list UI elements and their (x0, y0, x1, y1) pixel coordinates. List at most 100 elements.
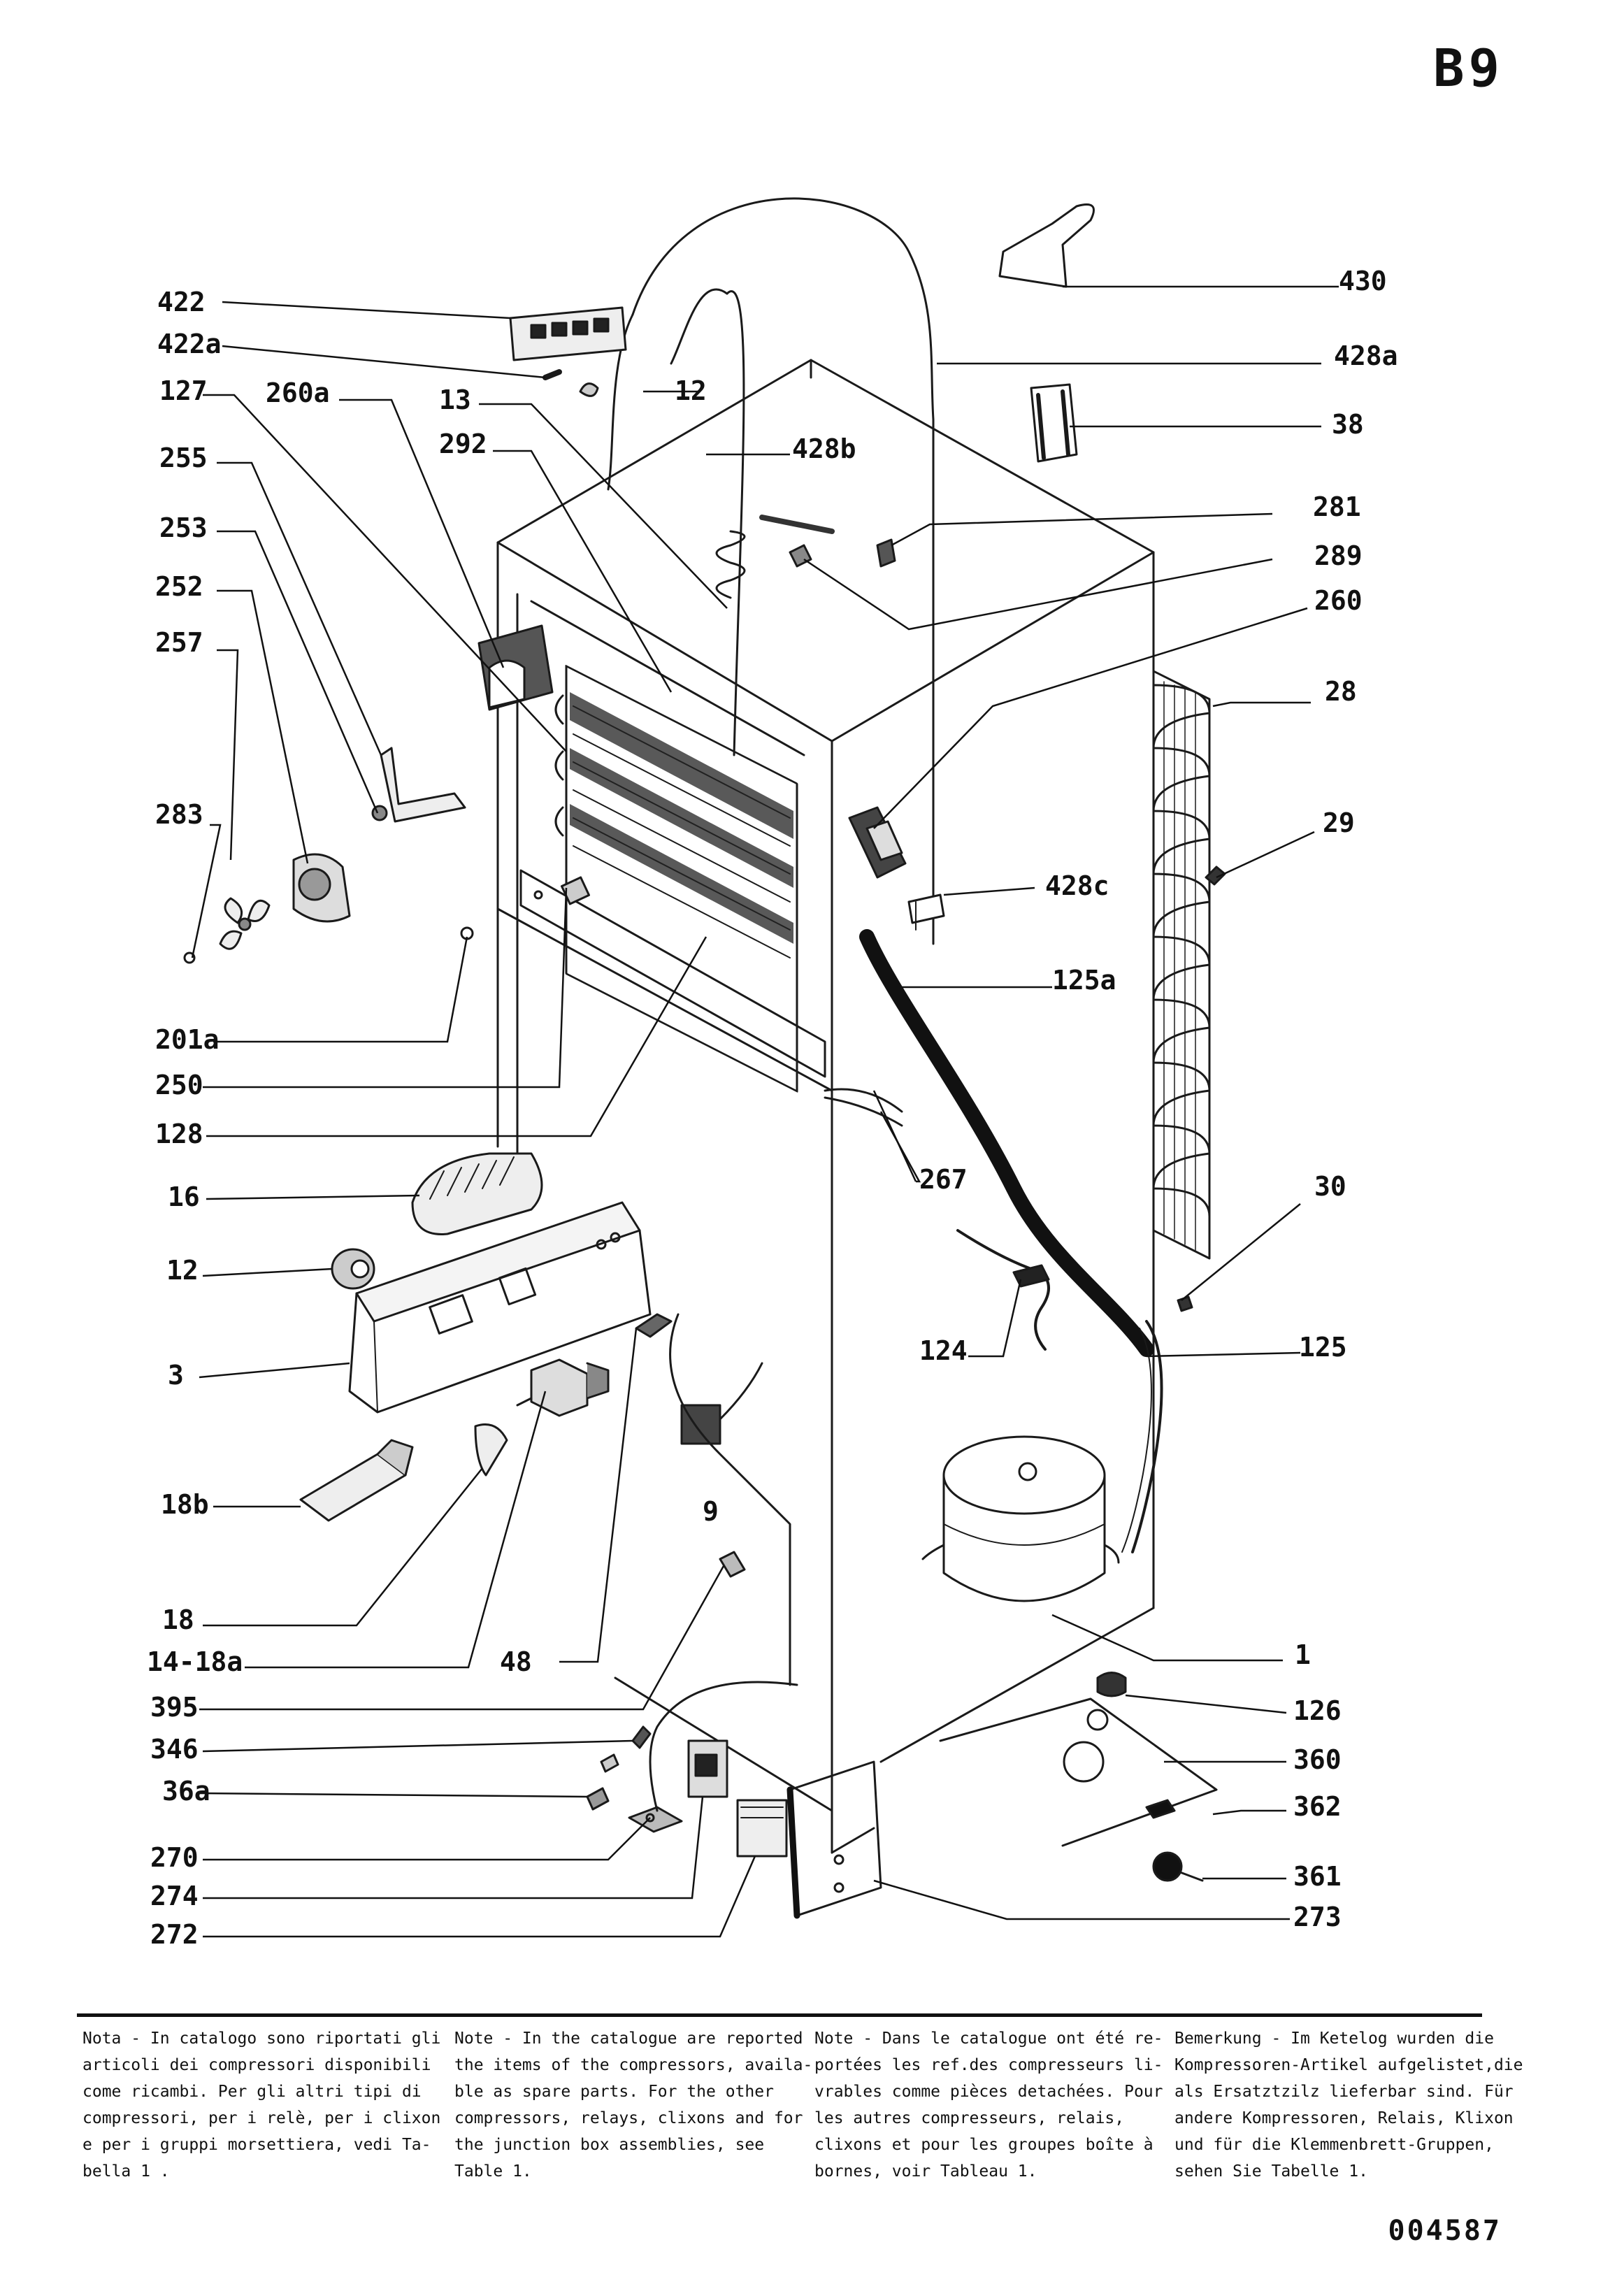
notes-section: Nota - In catalogo sono riportati gli ar… (77, 2013, 1523, 2199)
sensor-124 (956, 1229, 1050, 1351)
callout-270: 270 (150, 1842, 199, 1873)
callout-125: 125 (1299, 1332, 1347, 1363)
callout-361: 361 (1293, 1861, 1342, 1892)
callout-250: 250 (155, 1070, 203, 1100)
note-line: the junction box assemblies, see (454, 2136, 765, 2154)
callout-283: 283 (155, 799, 203, 830)
spring-428b (715, 530, 746, 599)
clamp-270 (628, 1806, 683, 1833)
note-line: Table 1. (454, 2162, 532, 2181)
callout-422: 422 (157, 287, 206, 317)
callout-428c: 428c (1045, 870, 1109, 901)
callout-18: 18 (162, 1604, 194, 1635)
holder-18b (299, 1439, 414, 1522)
foot-126 (1096, 1672, 1127, 1697)
callout-1: 1 (1295, 1639, 1311, 1670)
callout-128: 128 (155, 1119, 203, 1149)
note-line: bornes, voir Tableau 1. (814, 2162, 1037, 2181)
callout-273: 273 (1293, 1902, 1342, 1932)
callout-362: 362 (1293, 1791, 1342, 1822)
callout-267: 267 (919, 1164, 968, 1195)
callout-260: 260 (1314, 585, 1363, 616)
callout-346: 346 (150, 1734, 199, 1765)
pin-422a (542, 369, 562, 380)
callout-126: 126 (1293, 1695, 1342, 1726)
note-german: Bemerkung - Im Ketelog wurden die Kompre… (1174, 2025, 1523, 2185)
drain-tray (519, 869, 826, 1078)
switch-9 (680, 1362, 763, 1445)
note-line: bella 1 . (82, 2162, 170, 2181)
bulb-346 (631, 1725, 652, 1749)
note-line: vrables comme pièces detachées. Pour (814, 2083, 1163, 2101)
callout-253: 253 (159, 512, 208, 543)
note-line: als Ersatztzilz lieferbar sind. Für (1174, 2083, 1514, 2101)
capillary-loop (631, 197, 935, 945)
damper-361 (1152, 1851, 1204, 1882)
scraper-430 (998, 203, 1095, 288)
note-line: clixons et pour les groupes boîte à (814, 2136, 1154, 2154)
note-line: Note - In the catalogue are reported (454, 2030, 803, 2048)
callout-12-top: 12 (675, 375, 707, 406)
callout-292: 292 (439, 429, 487, 459)
note-french: Note - Dans le catalogue ont été re- por… (814, 2025, 1163, 2185)
note-line: Nota - In catalogo sono riportati gli (82, 2030, 441, 2048)
callout-124: 124 (919, 1335, 968, 1366)
clip-281 (876, 538, 896, 568)
thermostat-knob (331, 1248, 375, 1290)
callout-12: 12 (166, 1255, 199, 1286)
callout-289: 289 (1314, 540, 1363, 571)
note-line: come ricambi. Per gli altri tipi di (82, 2083, 422, 2101)
callout-395: 395 (150, 1692, 199, 1723)
thermostat (516, 1358, 610, 1417)
fan-blade (219, 897, 271, 950)
fan-motor (292, 853, 351, 923)
clixon-272 (736, 1799, 788, 1858)
callout-28: 28 (1325, 676, 1357, 707)
cabinet-outline (496, 359, 1155, 1854)
note-line: compressors, relays, clixons and for (454, 2109, 803, 2127)
suction-hose (859, 929, 1154, 1357)
exploded-view-diagram: 422 422a 127 260a 13 12 292 428b 255 253… (147, 197, 1398, 1950)
note-line: portées les ref.des compresseurs li- (814, 2056, 1163, 2074)
base-plate (939, 1697, 1218, 1847)
callout-36a: 36a (162, 1776, 210, 1807)
holder-18 (474, 1423, 508, 1477)
capillary-clip (759, 515, 835, 534)
compressor (921, 1435, 1120, 1602)
tie-428c (907, 893, 945, 924)
foot-30 (1177, 1295, 1193, 1312)
connector-block (509, 306, 627, 361)
document-number: 004587 (1388, 2215, 1502, 2247)
callout-13: 13 (439, 385, 471, 415)
note-line: und für die Klemmenbrett-Gruppen, (1174, 2136, 1494, 2154)
callout-29: 29 (1323, 807, 1355, 838)
callout-18b: 18b (161, 1489, 209, 1520)
callout-360: 360 (1293, 1744, 1342, 1775)
strip-395 (719, 1551, 746, 1578)
note-line: andere Kompressoren, Relais, Klixon (1174, 2109, 1514, 2127)
callout-127: 127 (159, 375, 208, 406)
callout-30: 30 (1314, 1171, 1346, 1202)
note-line: ble as spare parts. For the other (454, 2083, 774, 2101)
callout-422a: 422a (157, 329, 222, 359)
note-line: articoli dei compressori disponibili (82, 2056, 431, 2074)
callout-9: 9 (703, 1496, 719, 1527)
note-line: Note - Dans le catalogue ont été re- (814, 2030, 1163, 2048)
lamp-cover (411, 1152, 543, 1235)
wires-267 (824, 1088, 903, 1127)
callout-14-18a: 14-18a (147, 1646, 243, 1677)
note-english: Note - In the catalogue are reported the… (454, 2025, 812, 2185)
callout-428a: 428a (1334, 340, 1398, 371)
callout-125a: 125a (1052, 965, 1116, 996)
relay-274 (687, 1739, 728, 1798)
leader-lines (191, 285, 1339, 1938)
callout-201a: 201a (155, 1024, 220, 1055)
bracket-260 (848, 806, 907, 879)
condenser-coil (1152, 670, 1211, 1260)
lamp-holder-48 (635, 1313, 673, 1338)
callout-255: 255 (159, 443, 208, 473)
callout-281: 281 (1313, 491, 1361, 522)
callout-260a: 260a (266, 378, 330, 408)
block-260a (477, 624, 554, 711)
